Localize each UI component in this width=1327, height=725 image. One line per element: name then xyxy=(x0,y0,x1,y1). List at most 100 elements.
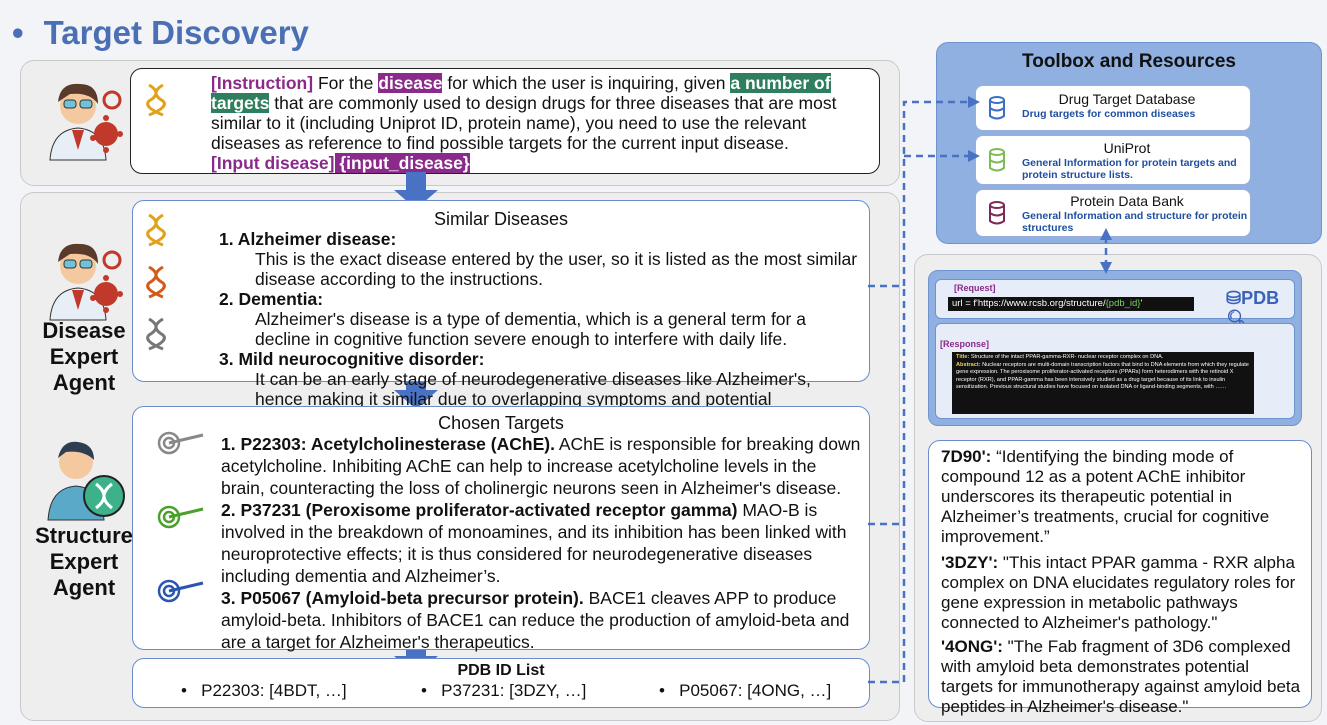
item-head: 2. Dementia: xyxy=(219,289,324,309)
url-suffix: ' xyxy=(1140,298,1143,309)
response-label: [Response] xyxy=(940,339,990,349)
target-body: AChE is responsible for breaking down ac… xyxy=(221,434,861,498)
target-body: MAO-B is involved in the breakdown of mo… xyxy=(221,500,847,586)
target-body: BACE1 cleaves APP to produce amyloid-bet… xyxy=(221,588,850,652)
chosen-targets-box: Chosen Targets 1. P22303: Acetylcholines… xyxy=(132,406,870,653)
request-box: [Request] url = f'https://www.rcsb.org/s… xyxy=(935,279,1295,329)
request-url: url = f'https://www.rcsb.org/structure/{… xyxy=(948,297,1194,311)
response-box: [Response] Title: Structure of the intac… xyxy=(935,323,1295,419)
request-label: [Request] xyxy=(954,283,996,293)
down-arrow xyxy=(394,638,438,675)
page-title: • Target Discovery xyxy=(12,14,309,52)
label-line: Expert xyxy=(49,344,119,369)
similar-diseases-box: Similar Diseases 1. Alzheimer disease:Th… xyxy=(132,200,870,429)
database-icon xyxy=(989,201,1005,225)
quote-item: 7D90': “Identifying the binding mode of … xyxy=(941,447,1305,547)
arrowhead xyxy=(1100,228,1112,240)
tool-card[interactable]: Drug Target Database Drug targets for co… xyxy=(975,85,1251,131)
tool-desc: General Information for protein targets … xyxy=(1022,157,1237,181)
title-bullet: • xyxy=(12,14,24,51)
database-icon xyxy=(989,148,1005,172)
pdb-list-item: • P05067: [4ONG, …] xyxy=(659,681,832,700)
quote-id: 7D90': xyxy=(941,447,992,466)
title-text: Target Discovery xyxy=(43,14,309,51)
quote-item: '3DZY': "This intact PPAR gamma - RXR al… xyxy=(941,553,1305,633)
toolbox-title: Toolbox and Resources xyxy=(1022,51,1236,72)
input-disease-tag: [Input disease] xyxy=(211,153,335,173)
target-head: 1. P22303: Acetylcholinesterase (AChE). xyxy=(221,434,555,454)
pdb-list-item: • P22303: [4BDT, …] xyxy=(181,681,347,700)
pdb-list-text: P37231: [3DZY, …] xyxy=(441,681,587,700)
quotes-box: 7D90': “Identifying the binding mode of … xyxy=(928,440,1312,716)
pdb-list-item: • P37231: [3DZY, …] xyxy=(421,681,587,700)
pdb-list-text: P05067: [4ONG, …] xyxy=(679,681,832,700)
instruction-text: [Instruction] For the disease for which … xyxy=(211,73,851,173)
connector-dashed xyxy=(868,100,970,288)
target-icon xyxy=(157,579,204,603)
label-line: Agent xyxy=(52,370,116,395)
scientist-icon xyxy=(49,243,123,321)
instruction-box: [Instruction] For the disease for which … xyxy=(130,68,880,174)
response-text: Title: Structure of the intact PPAR-gamm… xyxy=(952,352,1254,414)
response-abstract: Nuclear receptors are multi-domain trans… xyxy=(956,361,1249,391)
target-head: 2. P37231 (Peroxisome proliferator-activ… xyxy=(221,500,738,520)
structure-agent-label: Structure Expert Agent xyxy=(34,523,134,601)
highlight-disease: disease xyxy=(378,73,443,93)
pdb-list-title: PDB ID List xyxy=(457,662,545,679)
tool-card[interactable]: UniProt General Information for protein … xyxy=(975,135,1251,185)
database-icon xyxy=(989,96,1005,120)
target-list: 1. P22303: Acetylcholinesterase (AChE). … xyxy=(221,433,861,653)
target-icon xyxy=(157,431,204,455)
response-title-key: Title: xyxy=(956,354,970,360)
pdb-list-text: P22303: [4BDT, …] xyxy=(201,681,347,700)
arrowhead xyxy=(968,96,980,108)
dna-icon xyxy=(146,265,166,299)
url-prefix: url = f'https://www.rcsb.org/structure/ xyxy=(952,298,1106,309)
instruction-text-part: that are commonly used to design drugs f… xyxy=(211,93,837,153)
disease-agent-label: Disease Expert Agent xyxy=(40,318,128,396)
instruction-tag: [Instruction] xyxy=(211,73,314,93)
item-body: This is the exact disease entered by the… xyxy=(255,249,858,289)
quote-text: "This intact PPAR gamma - RXR alpha comp… xyxy=(941,553,1296,632)
instruction-text-part: For the xyxy=(313,73,379,93)
pdb-query-panel: [Request] url = f'https://www.rcsb.org/s… xyxy=(928,270,1302,426)
list-item: 3. P05067 (Amyloid-beta precursor protei… xyxy=(221,587,861,653)
tool-card[interactable]: Protein Data Bank General Information an… xyxy=(975,189,1251,237)
label-line: Structure xyxy=(35,523,133,548)
input-disease-placeholder: {input_disease} xyxy=(334,153,470,173)
quote-item: '4ONG': "The Fab fragment of 3D6 complex… xyxy=(941,637,1305,717)
list-item: 2. P37231 (Peroxisome proliferator-activ… xyxy=(221,499,861,587)
database-icon: ⛁ xyxy=(1226,288,1242,308)
target-icon xyxy=(157,505,204,529)
label-line: Disease xyxy=(42,318,126,343)
connector-dashed xyxy=(868,524,906,684)
arrowhead xyxy=(1100,262,1112,274)
section-title: Similar Diseases xyxy=(433,209,569,229)
list-item: 1. Alzheimer disease:This is the exact d… xyxy=(219,229,859,289)
dna-icon xyxy=(146,83,166,117)
dna-icon xyxy=(146,317,166,351)
scientist-icon xyxy=(49,83,123,161)
quote-text: “Identifying the binding mode of compoun… xyxy=(941,447,1270,546)
list-item: 1. P22303: Acetylcholinesterase (AChE). … xyxy=(221,433,861,499)
quote-id: '3DZY': xyxy=(941,553,999,572)
section-title: Chosen Targets xyxy=(438,413,564,433)
quote-text: "The Fab fragment of 3D6 complexed with … xyxy=(941,637,1301,716)
quote-id: '4ONG': xyxy=(941,637,1003,656)
tool-name: Protein Data Bank xyxy=(1070,193,1184,209)
dna-icon xyxy=(146,213,166,247)
toolbox-panel: Toolbox and Resources Drug Target Databa… xyxy=(936,42,1322,244)
down-arrow xyxy=(394,172,438,209)
item-head: 1. Alzheimer disease: xyxy=(219,229,397,249)
url-variable: {pdb_id} xyxy=(1105,298,1141,309)
researcher-dna-icon xyxy=(47,441,125,521)
item-head: 3. Mild neurocognitive disorder: xyxy=(219,349,485,369)
arrowhead xyxy=(968,150,980,162)
item-body: Alzheimer's disease is a type of dementi… xyxy=(255,309,806,349)
tool-name: UniProt xyxy=(1103,140,1151,156)
pdb-id-list-box: PDB ID List • P22303: [4BDT, …] • P37231… xyxy=(132,658,870,708)
response-title: Structure of the intact PPAR-gamma-RXR- … xyxy=(969,354,1164,360)
tool-desc: Drug targets for common diseases xyxy=(1022,108,1196,120)
instruction-text-part: for which the user is inquiring, given xyxy=(442,73,731,93)
